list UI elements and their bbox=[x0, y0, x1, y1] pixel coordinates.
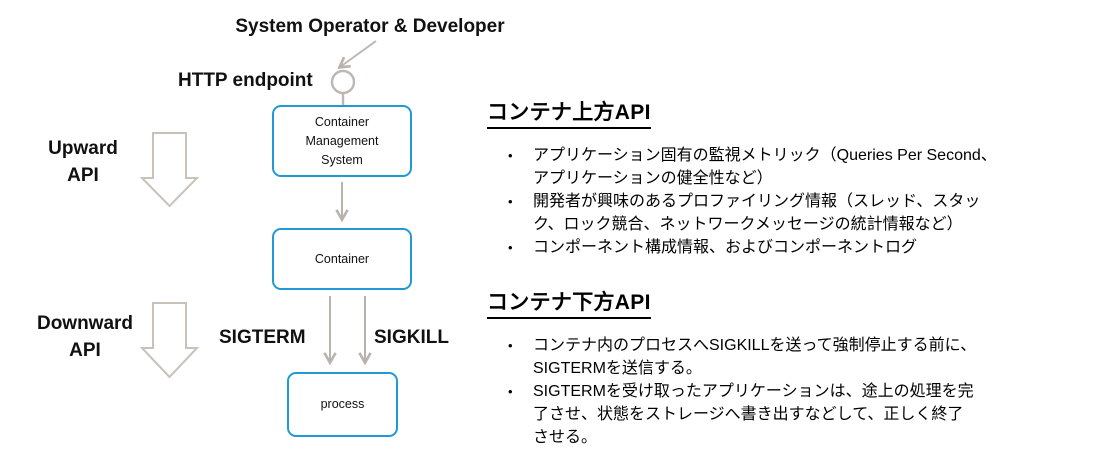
bullet-list: • コンテナ内のプロセスへSIGKILLを送って強制停止する前に、 SIGTER… bbox=[487, 334, 1072, 449]
bullet-icon: • bbox=[508, 240, 513, 255]
node-container: Container bbox=[272, 228, 412, 290]
section-title: コンテナ上方API bbox=[487, 96, 1072, 129]
list-item: • 開発者が興味のあるプロファイリング情報（スレッド、スタッ ク、ロック競合、ネ… bbox=[487, 190, 1072, 236]
list-item: • SIGTERMを受け取ったアプリケーションは、途上の処理を完 了させ、状態を… bbox=[487, 380, 1072, 449]
http-endpoint-circle-icon bbox=[330, 69, 356, 95]
downward-api-label: Downward API bbox=[36, 313, 134, 361]
bullet-icon: • bbox=[508, 148, 513, 163]
bullet-text: アプリケーション固有の監視メトリック（Queries Per Second、 ア… bbox=[533, 147, 997, 187]
bullet-icon: • bbox=[508, 384, 513, 399]
bullet-text: SIGTERMを受け取ったアプリケーションは、途上の処理を完 了させ、状態をスト… bbox=[533, 383, 974, 446]
list-item: • アプリケーション固有の監視メトリック（Queries Per Second、… bbox=[487, 144, 1072, 190]
actor-label: System Operator & Developer bbox=[235, 16, 505, 37]
section-title: コンテナ下方API bbox=[487, 286, 1072, 319]
bullet-icon: • bbox=[508, 338, 513, 353]
bullet-text: コンポーネント構成情報、およびコンポーネントログ bbox=[533, 239, 918, 256]
downward-api-arrow-icon bbox=[139, 302, 200, 379]
bullet-icon: • bbox=[508, 194, 513, 209]
section-container-downward-api: コンテナ下方API • コンテナ内のプロセスへSIGKILLを送って強制停止する… bbox=[487, 286, 1072, 449]
upward-api-arrow-icon bbox=[139, 132, 200, 208]
upward-api-label: Upward API bbox=[48, 138, 118, 186]
list-item: • コンポーネント構成情報、およびコンポーネントログ bbox=[487, 236, 1072, 259]
bullet-text: 開発者が興味のあるプロファイリング情報（スレッド、スタッ ク、ロック競合、ネット… bbox=[533, 193, 981, 233]
bullet-list: • アプリケーション固有の監視メトリック（Queries Per Second、… bbox=[487, 144, 1072, 259]
node-container-management-system: Container Management System bbox=[272, 105, 412, 177]
sigkill-label: SIGKILL bbox=[374, 327, 449, 348]
actor-to-endpoint-arrow bbox=[337, 40, 377, 69]
bullet-text: コンテナ内のプロセスへSIGKILLを送って強制停止する前に、 SIGTERMを… bbox=[533, 337, 977, 377]
sigterm-label: SIGTERM bbox=[219, 327, 306, 348]
section-container-upward-api: コンテナ上方API • アプリケーション固有の監視メトリック（Queries P… bbox=[487, 96, 1072, 259]
node-process: process bbox=[287, 372, 398, 437]
http-endpoint-label: HTTP endpoint bbox=[178, 70, 313, 91]
list-item: • コンテナ内のプロセスへSIGKILLを送って強制停止する前に、 SIGTER… bbox=[487, 334, 1072, 380]
